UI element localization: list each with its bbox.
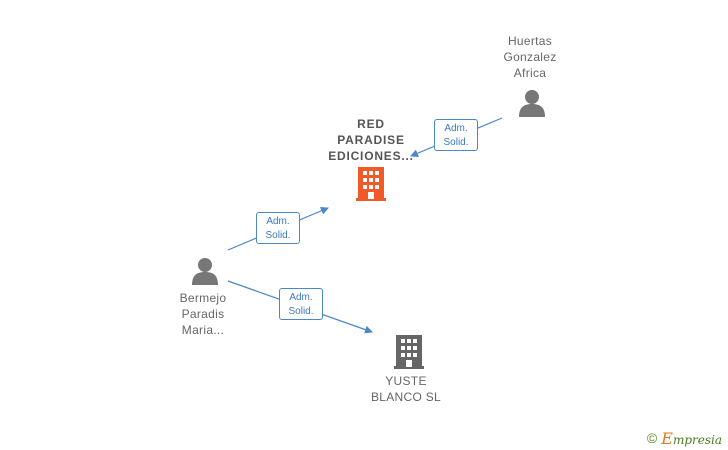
label-line: Huertas [507, 34, 553, 48]
person-icon[interactable] [519, 90, 545, 117]
label-line: Africa [513, 66, 547, 80]
label-line: Bermejo [179, 291, 227, 305]
brand-name-rest: mpresia [672, 432, 722, 447]
label-line: BLANCO SL [370, 390, 442, 404]
edge-label-huertas-red-paradise[interactable]: Adm. Solid. [434, 119, 478, 151]
edge-label-line: Adm. [289, 292, 313, 303]
building-icon[interactable] [356, 167, 386, 201]
edge-label-bermejo-red-paradise[interactable]: Adm. Solid. [256, 212, 300, 244]
label-line: Gonzalez [503, 50, 557, 64]
person-label-huertas[interactable]: Huertas Gonzalez Africa [490, 33, 570, 81]
brand-initial: E [661, 428, 673, 448]
label-line: Paradis [181, 307, 225, 321]
company-label-yuste-blanco[interactable]: YUSTE BLANCO SL [356, 373, 456, 405]
edge-label-line: Adm. [444, 123, 468, 134]
person-icon[interactable] [192, 258, 218, 285]
label-line: EDICIONES... [328, 149, 414, 163]
edge-label-line: Adm. [266, 216, 290, 227]
building-icon[interactable] [394, 335, 424, 369]
brand-watermark: © Empresia [647, 428, 722, 448]
label-line: YUSTE [385, 374, 427, 388]
company-label-red-paradise[interactable]: RED PARADISE EDICIONES... [316, 116, 426, 164]
person-label-bermejo[interactable]: Bermejo Paradis Maria... [163, 290, 243, 338]
edge-label-line: Solid. [443, 137, 469, 148]
copyright-icon: © [646, 430, 658, 446]
label-line: RED [357, 117, 385, 131]
label-line: Maria... [181, 323, 225, 337]
edge-label-line: Solid. [288, 306, 314, 317]
label-line: PARADISE [337, 133, 405, 147]
brand-name: Empresia [661, 429, 722, 448]
edge-label-line: Solid. [265, 230, 291, 241]
edge-label-bermejo-yuste-blanco[interactable]: Adm. Solid. [279, 288, 323, 320]
